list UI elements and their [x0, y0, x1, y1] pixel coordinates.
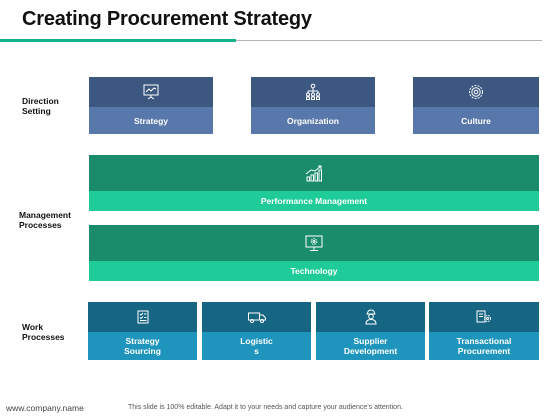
row-label-management-processes: Management Processes — [19, 210, 71, 230]
work-box-label: Supplier Development — [316, 332, 425, 360]
row-label-line: Processes — [19, 220, 62, 230]
title-underline-divider — [236, 40, 542, 41]
work-box-label-line: Logistic — [240, 336, 273, 346]
direction-box-label: Organization — [251, 107, 375, 134]
direction-box-label: Culture — [413, 107, 539, 134]
work-box-icon-area — [429, 302, 539, 332]
footer-note: This slide is 100% editable. Adapt it to… — [128, 404, 403, 411]
worker-icon — [363, 308, 379, 326]
row-label-line: Processes — [22, 332, 65, 342]
direction-box-icon-area — [89, 77, 213, 107]
growth-chart-icon — [304, 163, 324, 183]
work-box-label-line: Procurement — [457, 346, 511, 356]
direction-box-strategy: Strategy — [89, 77, 213, 134]
management-box-label: Performance Management — [89, 191, 539, 211]
row-label-work-processes: Work Processes — [22, 322, 65, 342]
management-box-icon-area — [89, 155, 539, 191]
row-label-line: Direction — [22, 96, 59, 106]
work-box-icon-area — [316, 302, 425, 332]
management-box-performance: Performance Management — [89, 155, 539, 211]
work-box-label-line: s — [254, 346, 259, 356]
direction-box-label: Strategy — [89, 107, 213, 134]
work-box-icon-area — [88, 302, 197, 332]
work-box-label: Logistic s — [202, 332, 311, 360]
row-label-line: Work — [22, 322, 44, 332]
page-title: Creating Procurement Strategy — [22, 8, 312, 30]
row-label-direction-setting: Direction Setting — [22, 96, 59, 116]
row-label-line: Management — [19, 210, 71, 220]
delivery-truck-icon — [247, 309, 267, 325]
management-box-technology: Technology — [89, 225, 539, 281]
work-box-label-line: Supplier — [353, 336, 388, 346]
work-box-icon-area — [202, 302, 311, 332]
work-box-label-line: Development — [343, 346, 398, 356]
work-box-label-line: Strategy — [125, 336, 160, 346]
presentation-board-icon — [142, 83, 160, 101]
row-label-line: Setting — [22, 106, 51, 116]
direction-box-icon-area — [413, 77, 539, 107]
work-box-strategy-sourcing: Strategy Sourcing — [88, 302, 197, 360]
work-box-transactional-procurement: Transactional Procurement — [429, 302, 539, 360]
org-chart-icon — [304, 83, 322, 101]
work-box-label: Strategy Sourcing — [88, 332, 197, 360]
checklist-icon — [135, 309, 151, 325]
direction-box-organization: Organization — [251, 77, 375, 134]
management-box-label: Technology — [89, 261, 539, 281]
gear-icon — [467, 83, 485, 101]
title-underline-accent — [0, 39, 236, 42]
direction-box-culture: Culture — [413, 77, 539, 134]
work-box-label: Transactional Procurement — [429, 332, 539, 360]
work-box-logistics: Logistic s — [202, 302, 311, 360]
work-box-supplier-development: Supplier Development — [316, 302, 425, 360]
monitor-gear-icon — [304, 233, 324, 253]
document-gear-icon — [475, 309, 493, 325]
direction-box-icon-area — [251, 77, 375, 107]
work-box-label-line: Transactional — [456, 336, 512, 346]
footer-website: www.company.name — [6, 403, 84, 413]
management-box-icon-area — [89, 225, 539, 261]
work-box-label-line: Sourcing — [124, 346, 161, 356]
